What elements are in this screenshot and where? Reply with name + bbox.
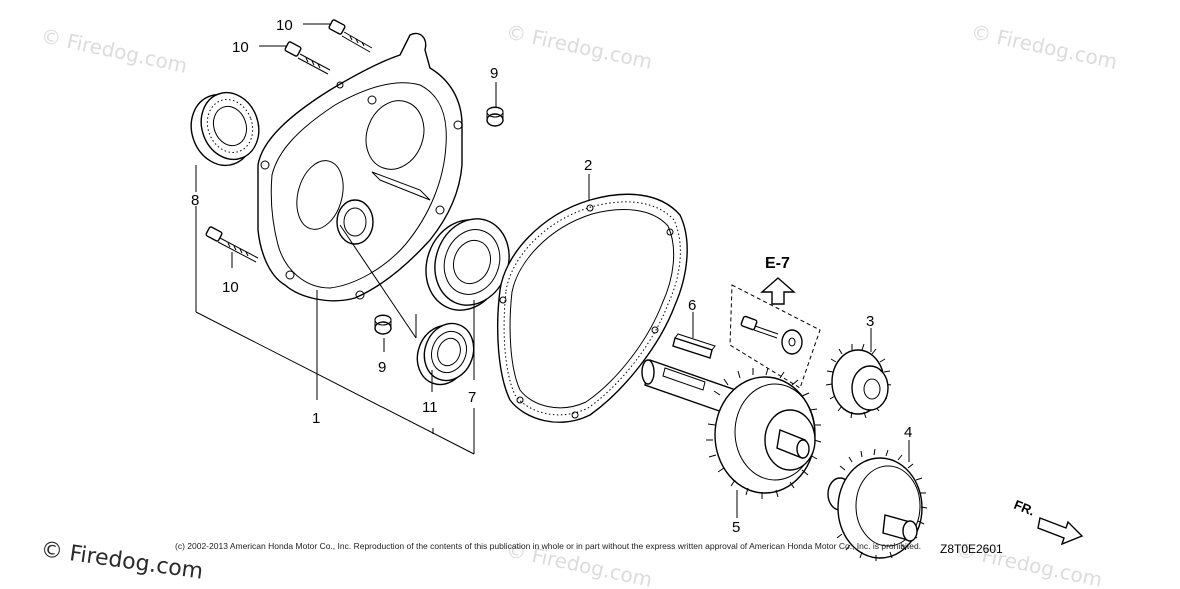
leader-lines (195, 23, 910, 518)
callout-10-top: 10 (276, 17, 293, 34)
callout-3: 3 (866, 313, 874, 330)
callout-9-top: 9 (490, 65, 498, 82)
callout-2: 2 (584, 157, 592, 174)
watermark-top-right: © Firedog.com (969, 19, 1119, 73)
bolt-10-lower (205, 226, 259, 263)
callout-5: 5 (732, 519, 740, 536)
callout-10-lower: 10 (222, 279, 239, 296)
front-direction-arrow (1037, 517, 1084, 546)
front-direction-label: FR. (1012, 497, 1037, 519)
callout-9-bottom: 9 (378, 359, 386, 376)
bolt-10-middle (284, 41, 331, 75)
dowel-pin-9-bottom (374, 314, 392, 335)
dowel-pin-9-top (486, 106, 504, 127)
callout-11: 11 (422, 399, 438, 416)
diagram-code: Z8T0E2601 (940, 542, 1003, 556)
callout-7: 7 (468, 389, 476, 406)
bearing-7 (425, 218, 510, 311)
reference-label: E-7 (765, 255, 790, 272)
copyright-notice: (c) 2002-2013 American Honda Motor Co., … (175, 541, 921, 551)
reference-group-e7 (729, 277, 821, 389)
pinion-gear-3 (825, 343, 892, 419)
key-6 (672, 333, 716, 359)
callout-4: 4 (904, 424, 912, 441)
bolt-10-top (328, 19, 373, 53)
case-cover-1 (257, 32, 463, 302)
callout-10-middle: 10 (232, 39, 249, 56)
callout-8: 8 (191, 192, 199, 209)
gasket-2 (497, 193, 688, 423)
oil-seal-8 (190, 91, 260, 167)
gear-4 (827, 448, 928, 561)
watermark-top-left: © Firedog.com (39, 23, 189, 77)
callout-1: 1 (312, 410, 320, 427)
callout-6: 6 (688, 297, 696, 314)
watermark-top-center: © Firedog.com (504, 19, 654, 73)
bearing-11 (416, 322, 475, 386)
gear-shaft-5 (641, 359, 822, 499)
